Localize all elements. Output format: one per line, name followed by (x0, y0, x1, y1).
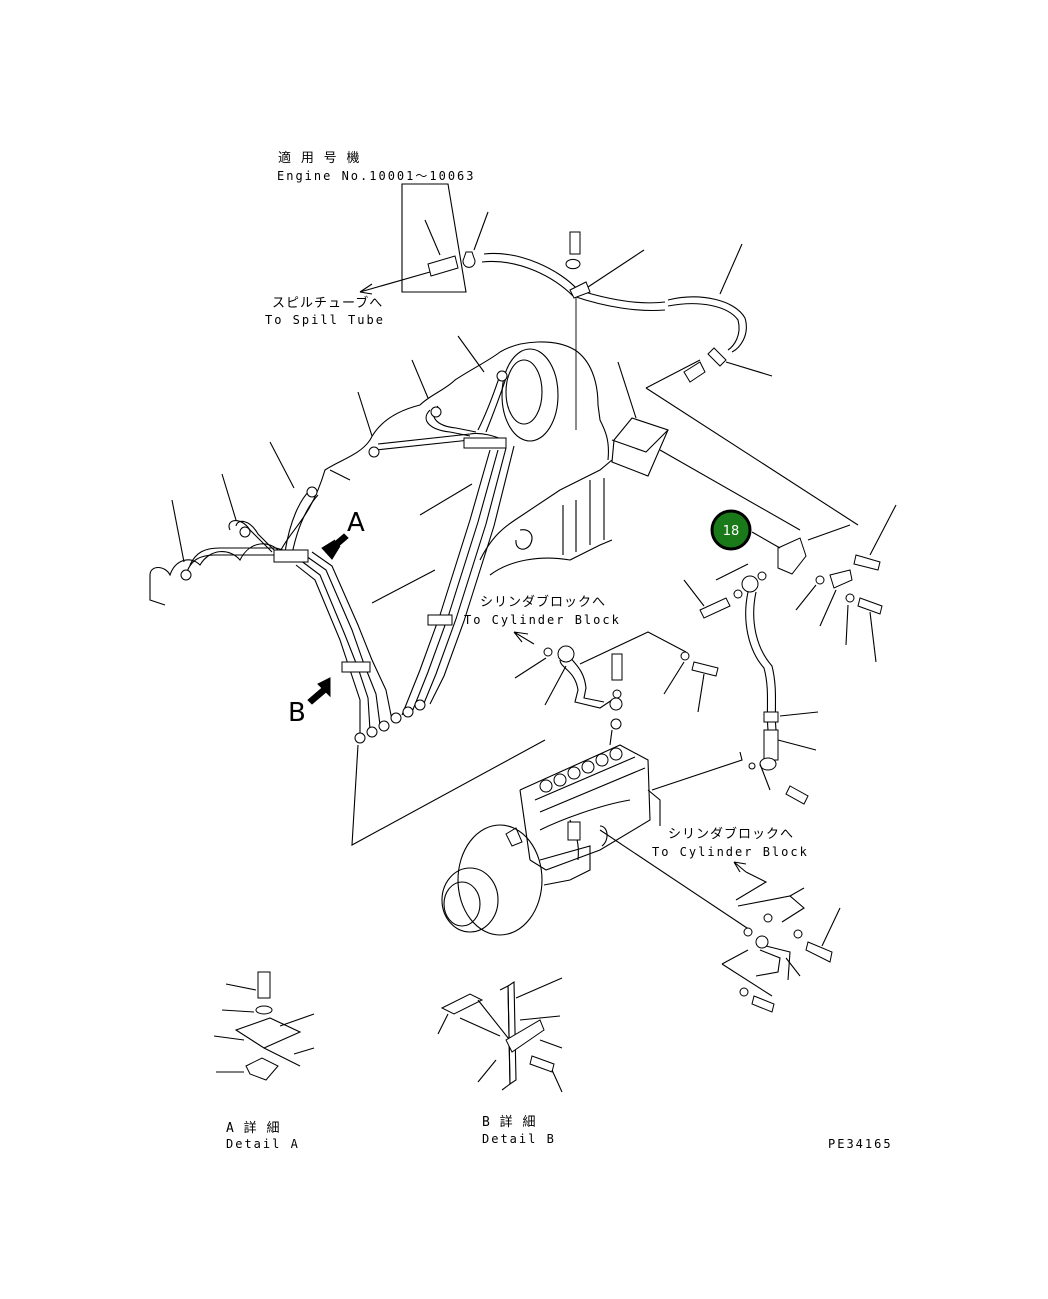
spill-tube-label-jp: スピルチューブへ (272, 295, 383, 311)
detail-a: A 詳 細 Detail A (213, 971, 315, 1151)
cylinder-block-label-jp-2: シリンダブロックへ (668, 826, 794, 842)
engine-block (149, 341, 613, 606)
view-a-label: A (347, 508, 365, 538)
view-arrows: A B (288, 508, 365, 728)
drawing-number: PE34165 (828, 1137, 893, 1151)
cylinder-block-label-en-2: To Cylinder Block (652, 845, 809, 859)
detail-b-label-jp: B 詳 細 (482, 1114, 536, 1130)
cylinder-block-label-en-1: To Cylinder Block (464, 613, 621, 627)
bracket-assembly: 18 (611, 359, 897, 805)
callout-18[interactable]: 18 (710, 509, 752, 551)
engine-number-label: Engine No.10001～10063 (277, 169, 476, 183)
view-b-label: B (288, 698, 306, 728)
injection-pump: シリンダブロックへ To Cylinder Block (441, 729, 809, 936)
injection-lines (171, 335, 546, 846)
detail-a-label-jp: A 詳 細 (226, 1120, 280, 1136)
cylinder-block-label-jp-1: シリンダブロックへ (480, 594, 606, 610)
detail-b-label-en: Detail B (482, 1132, 556, 1146)
callout-18-number: 18 (723, 524, 740, 539)
detail-b: B 詳 細 Detail B (437, 977, 563, 1146)
applicable-serial-label: 適 用 号 機 (278, 150, 360, 166)
spill-tube-group: 適 用 号 機 Engine No.10001～10063 スピルチューブへ T… (265, 150, 773, 430)
spill-tube-label-en: To Spill Tube (265, 313, 385, 327)
lower-bracket (721, 887, 841, 1013)
detail-a-label-en: Detail A (226, 1137, 300, 1151)
cylinder-block-connector-1: シリンダブロックへ To Cylinder Block (464, 594, 719, 730)
